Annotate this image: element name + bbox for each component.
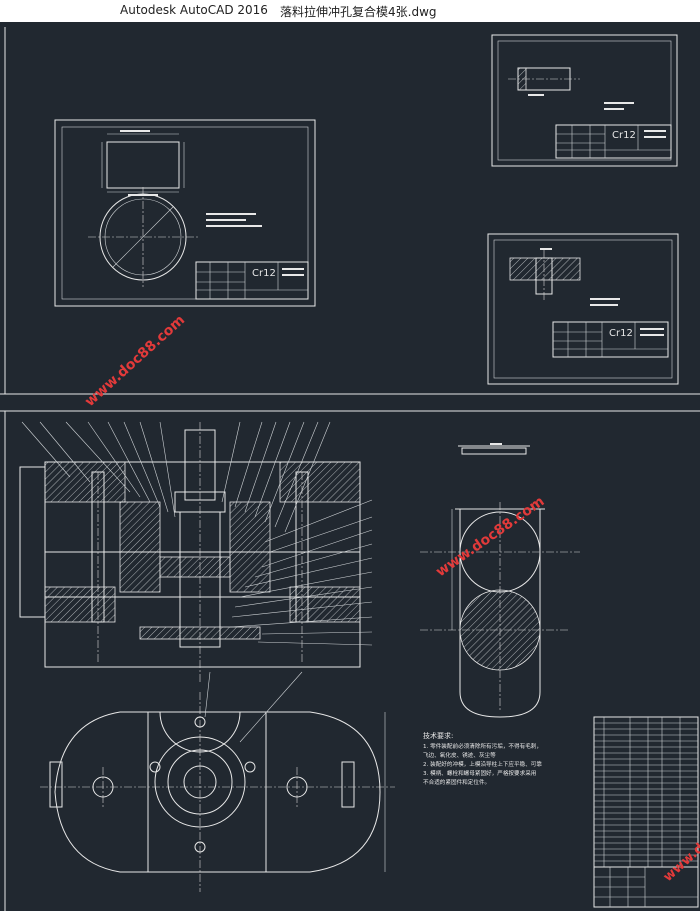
cad-drawing: Cr12 Cr12 [0,27,700,911]
watermark-3: www.doc88.com [661,794,700,885]
tech-req-line-3: 2. 装配好的冲模，上模沿导柱上下应平稳、可靠 [423,760,542,768]
part-sheet-2: Cr12 [491,34,678,167]
tech-req-heading: 技术要求: [423,731,453,740]
title-block-2: Cr12 [555,124,672,159]
parts-list-table [593,716,699,908]
part-sheet-1: Cr12 [54,119,316,307]
title-block-1: Cr12 [195,261,309,300]
window-title-bar: Autodesk AutoCAD 2016 落料拉伸冲孔复合模4张.dwg [0,0,700,22]
drawing-canvas[interactable]: Cr12 Cr12 [0,22,700,911]
file-name: 落料拉伸冲孔复合模4张.dwg [280,5,437,19]
material-label-3: Cr12 [609,328,633,339]
material-label-1: Cr12 [252,268,276,279]
part-sheet-3: Cr12 [487,233,679,385]
assembly-section-view [19,421,373,682]
material-label-2: Cr12 [612,130,636,141]
title-block-3: Cr12 [552,321,669,358]
app-title: Autodesk AutoCAD 2016 [120,3,268,17]
tech-req-line-5: 不合适的紧固件和定位件。 [423,778,490,786]
tech-req-line-2: 飞边、氧化皮、锈迹、灰尘等 [423,751,496,759]
tech-req-line-4: 3. 模柄、螺栓和螺母紧固好，严格按要求采用 [423,769,536,777]
watermark-1: www.doc88.com [82,312,188,410]
assembly-plan-view [40,671,395,892]
tech-req-line-1: 1. 零件装配前必须清除所有污垢，不得有毛刺， [423,742,542,750]
watermark-2: www.doc88.com [433,493,547,580]
technical-requirements: 技术要求: 1. 零件装配前必须清除所有污垢，不得有毛刺， 飞边、氧化皮、锈迹、… [423,731,542,786]
strip-layout-view [420,443,580,718]
